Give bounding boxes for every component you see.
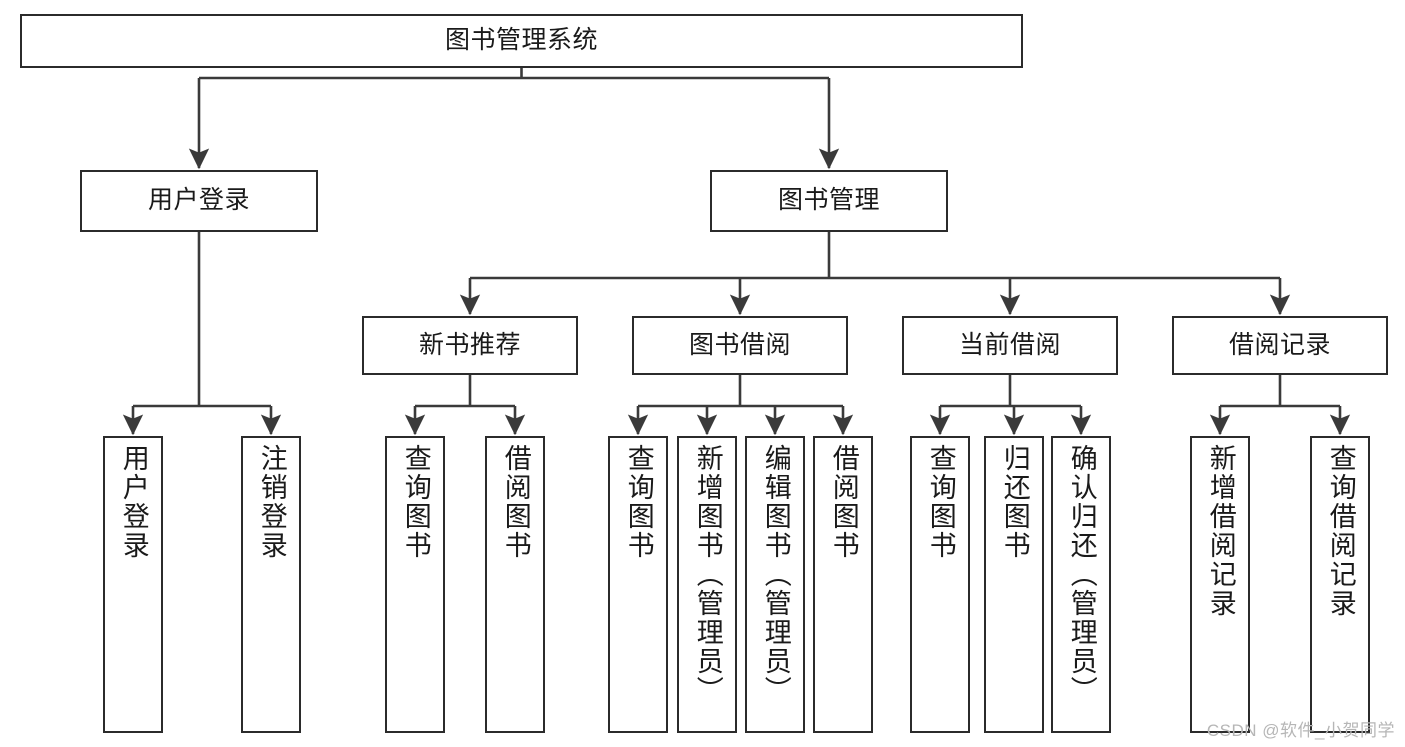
node-label: 借阅记录 (1228, 330, 1331, 359)
node-label: 图书管理 (777, 186, 880, 215)
node-label: 确认归还（管理员） (1066, 444, 1097, 705)
node-leaf-query-borrow-record[interactable]: 查询借阅记录 (1310, 436, 1370, 733)
node-new-book-recommend[interactable]: 新书推荐 (362, 316, 578, 375)
node-current-borrow[interactable]: 当前借阅 (902, 316, 1118, 375)
node-label: 借阅图书 (500, 444, 531, 560)
node-label: 查询借阅记录 (1325, 444, 1356, 618)
node-book-borrow[interactable]: 图书借阅 (632, 316, 848, 375)
node-leaf-confirm-return-admin[interactable]: 确认归还（管理员） (1051, 436, 1111, 733)
node-leaf-borrow-book-2[interactable]: 借阅图书 (813, 436, 873, 733)
node-label: 当前借阅 (958, 330, 1061, 359)
node-leaf-logout-login[interactable]: 注销登录 (241, 436, 301, 733)
node-label: 新书推荐 (418, 330, 521, 359)
node-label: 新增借阅记录 (1205, 444, 1236, 618)
node-label: 用户登录 (118, 444, 149, 560)
node-label: 图书管理系统 (444, 26, 598, 55)
node-label: 查询图书 (925, 444, 956, 560)
node-leaf-borrow-book-1[interactable]: 借阅图书 (485, 436, 545, 733)
node-leaf-edit-book-admin[interactable]: 编辑图书（管理员） (745, 436, 805, 733)
node-root[interactable]: 图书管理系统 (20, 14, 1023, 68)
watermark-label: CSDN @软件_小贺同学 (1206, 721, 1395, 740)
node-leaf-return-book[interactable]: 归还图书 (984, 436, 1044, 733)
node-leaf-user-login[interactable]: 用户登录 (103, 436, 163, 733)
node-label: 注销登录 (256, 444, 287, 560)
node-label: 用户登录 (147, 186, 250, 215)
node-user-login[interactable]: 用户登录 (80, 170, 318, 232)
node-label: 查询图书 (623, 444, 654, 560)
node-leaf-add-borrow-record[interactable]: 新增借阅记录 (1190, 436, 1250, 733)
node-label: 借阅图书 (828, 444, 859, 560)
node-leaf-add-book-admin[interactable]: 新增图书（管理员） (677, 436, 737, 733)
node-label: 新增图书（管理员） (692, 444, 723, 705)
node-label: 编辑图书（管理员） (760, 444, 791, 705)
node-label: 查询图书 (400, 444, 431, 560)
node-book-manage[interactable]: 图书管理 (710, 170, 948, 232)
node-label: 图书借阅 (688, 330, 791, 359)
node-leaf-query-book-2[interactable]: 查询图书 (608, 436, 668, 733)
node-borrow-record[interactable]: 借阅记录 (1172, 316, 1388, 375)
node-label: 归还图书 (999, 444, 1030, 560)
node-leaf-query-book-1[interactable]: 查询图书 (385, 436, 445, 733)
node-leaf-query-book-3[interactable]: 查询图书 (910, 436, 970, 733)
